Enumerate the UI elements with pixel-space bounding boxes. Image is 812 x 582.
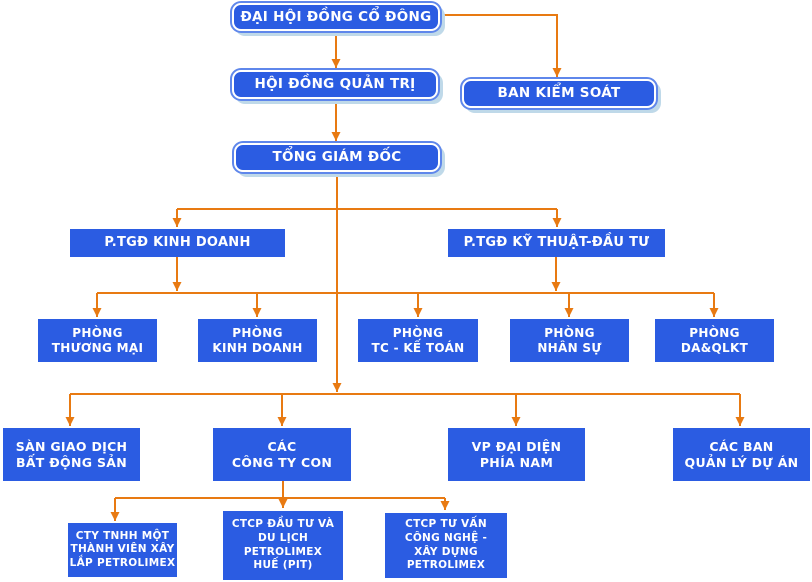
org-node-ctcp-du-lich-hue: CTCP ĐẦU TƯ VÀ DU LỊCH PETROLIMEX HUẾ (P… — [223, 511, 343, 580]
org-node-dai-hoi-dong-co-dong: ĐẠI HỘI ĐỒNG CỔ ĐÔNG — [232, 3, 440, 31]
org-node-san-giao-dich-bds: SÀN GIAO DỊCH BẤT ĐỘNG SẢN — [3, 428, 140, 481]
org-node-ban-kiem-soat: BAN KIỂM SOÁT — [462, 79, 656, 108]
org-node-vp-dai-dien-phia-nam: VP ĐẠI DIỆN PHÍA NAM — [448, 428, 585, 481]
org-node-ptgd-ky-thuat-dau-tu: P.TGĐ KỸ THUẬT-ĐẦU TƯ — [448, 229, 665, 257]
org-node-ctcp-tu-van-cong-nghe: CTCP TƯ VẤN CÔNG NGHỆ - XÂY DỰNG PETROLI… — [385, 513, 507, 578]
org-node-cty-tnhh-xay-lap: CTY TNHH MỘT THÀNH VIÊN XÂY LẮP PETROLIM… — [68, 523, 177, 577]
org-node-phong-kinh-doanh: PHÒNG KINH DOANH — [198, 319, 317, 362]
org-node-phong-nhan-su: PHÒNG NHÂN SỰ — [510, 319, 629, 362]
org-node-hoi-dong-quan-tri: HỘI ĐỒNG QUẢN TRỊ — [232, 70, 438, 99]
org-node-phong-tc-ke-toan: PHÒNG TC - KẾ TOÁN — [358, 319, 478, 362]
org-node-cac-ban-quan-ly-du-an: CÁC BAN QUẢN LÝ DỰ ÁN — [673, 428, 810, 481]
org-node-tong-giam-doc: TỔNG GIÁM ĐỐC — [234, 143, 440, 172]
org-node-cac-cong-ty-con: CÁC CÔNG TY CON — [213, 428, 351, 481]
org-node-phong-thuong-mai: PHÒNG THƯƠNG MẠI — [38, 319, 157, 362]
org-node-phong-da-qlkt: PHÒNG DA&QLKT — [655, 319, 774, 362]
org-node-ptgd-kinh-doanh: P.TGĐ KINH DOANH — [70, 229, 285, 257]
